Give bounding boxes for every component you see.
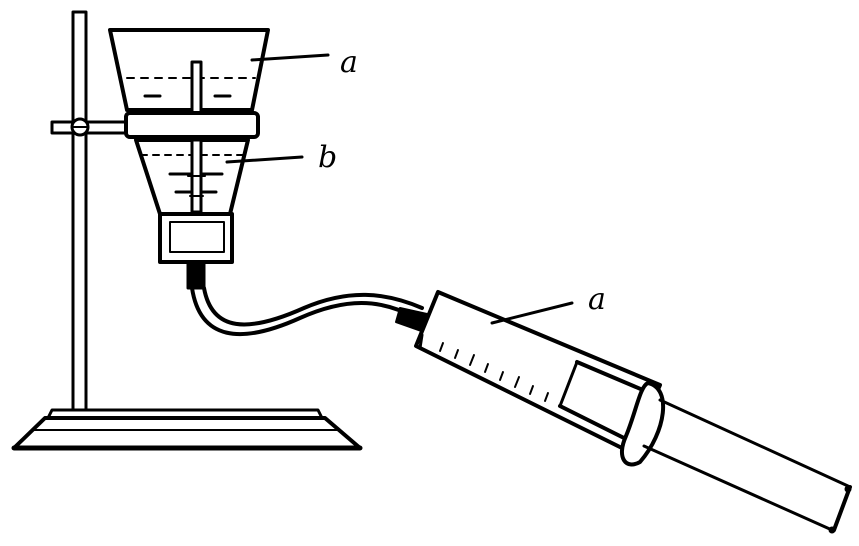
label-upper-vessel: a (340, 45, 358, 80)
clamp-ring (124, 111, 260, 139)
label-syringe: a (588, 282, 606, 317)
connecting-tube (186, 260, 437, 337)
lower-vessel-b (134, 138, 250, 264)
clamp-arm (50, 117, 130, 137)
stand-rod (71, 10, 88, 412)
stand-base (11, 408, 363, 451)
leader-lines (225, 53, 574, 325)
syringe-a (414, 290, 852, 534)
label-lower-vessel: b (318, 140, 337, 175)
